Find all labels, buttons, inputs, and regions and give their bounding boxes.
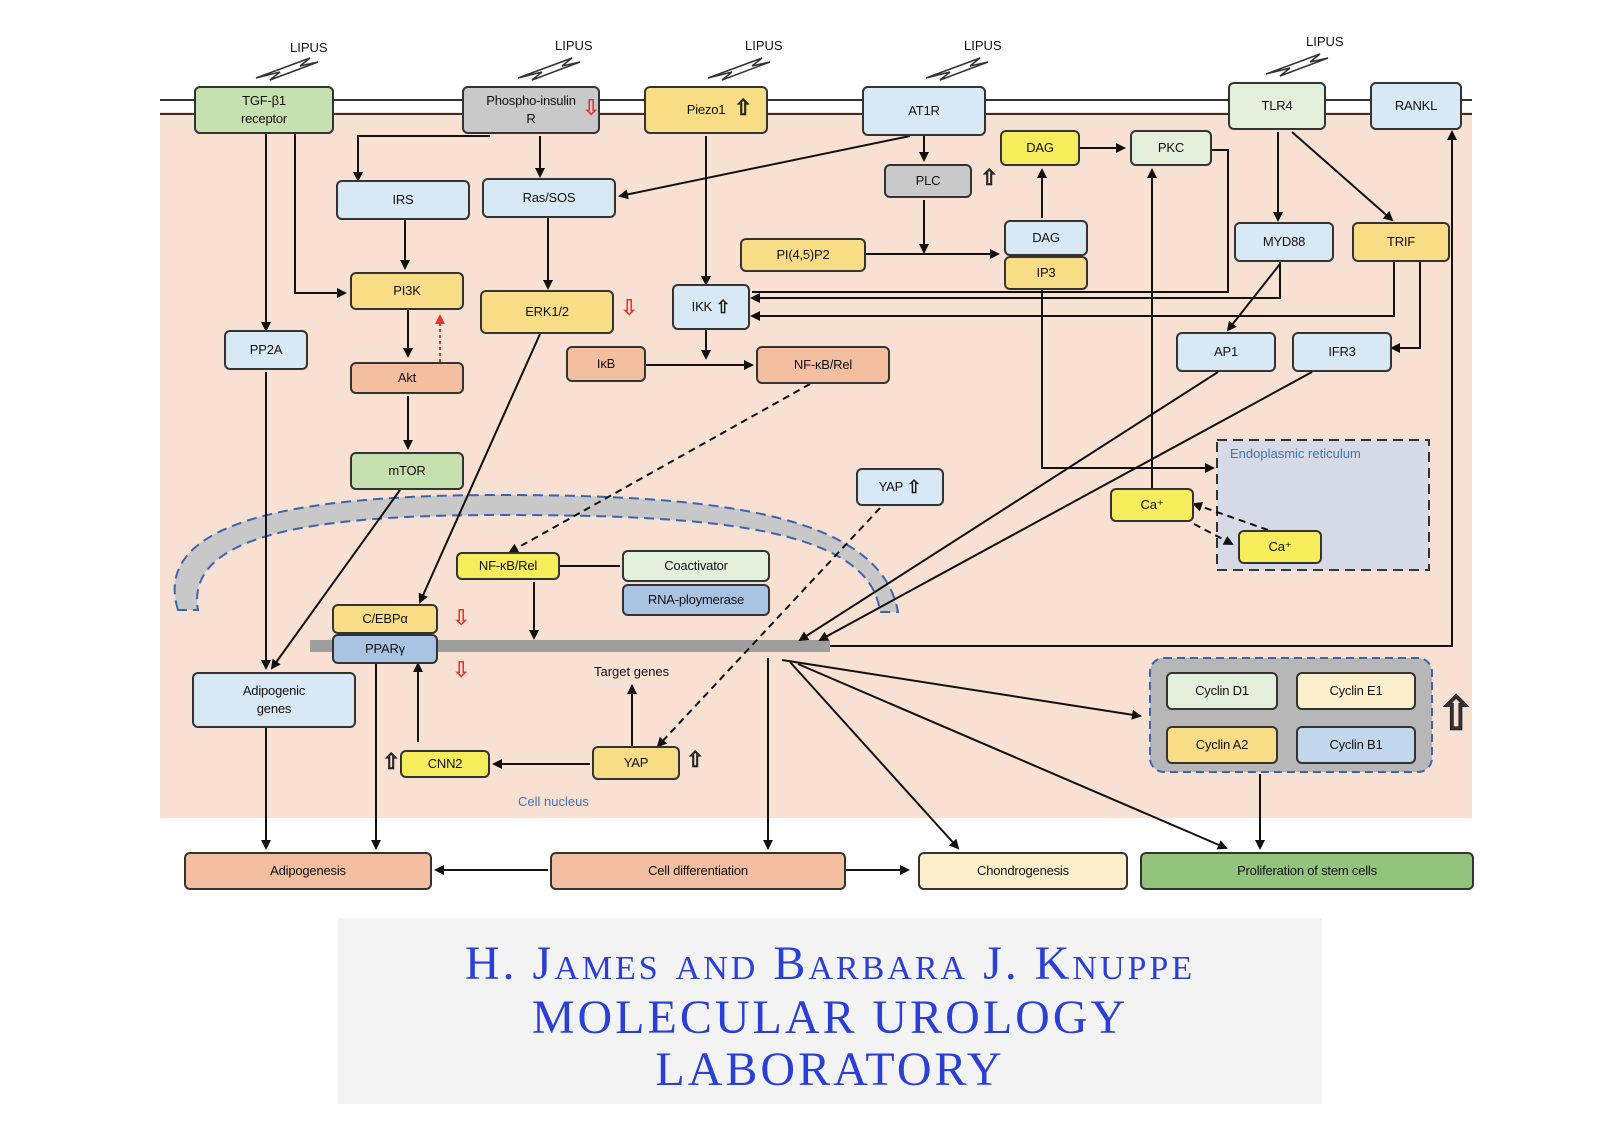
banner-line-2: MOLECULAR UROLOGY xyxy=(531,991,1129,1044)
cnn2-up-icon: ⇧ xyxy=(382,750,401,775)
pkc-node: PKC xyxy=(1130,130,1212,166)
lipus-label-5: LIPUS xyxy=(1306,34,1344,49)
nfkb-nuclear-node: NF-κB/Rel xyxy=(456,552,560,580)
at1r-node: AT1R xyxy=(862,86,986,136)
ikk-label: IKK xyxy=(691,299,713,315)
nuclear-envelope xyxy=(173,493,900,613)
cyclin-e1-node: Cyclin E1 xyxy=(1296,672,1416,710)
adipogenic-genes-node: Adipogenic genes xyxy=(192,672,356,728)
yap-nuclear-up-icon: ⇧ xyxy=(686,748,705,773)
ikb-node: IκB xyxy=(566,346,646,382)
banner-ames-and: ames and xyxy=(554,937,774,990)
myd88-node: MYD88 xyxy=(1234,222,1334,262)
erk-node: ERK1/2 xyxy=(480,290,614,334)
irs-node: IRS xyxy=(336,180,470,220)
cnn2-node: CNN2 xyxy=(400,750,490,778)
cebp-down-icon: ⇩ xyxy=(452,606,471,631)
trif-node: TRIF xyxy=(1352,222,1450,262)
dag-node: DAG xyxy=(1004,220,1088,256)
lipus-label-4: LIPUS xyxy=(964,38,1002,53)
ifr3-node: IFR3 xyxy=(1292,332,1392,372)
insulin-down-icon: ⇩ xyxy=(582,96,601,121)
pp2a-node: PP2A xyxy=(224,330,308,370)
lipus-label-3: LIPUS xyxy=(745,38,783,53)
coactivator-node: Coactivator xyxy=(622,550,770,582)
tlr4-node: TLR4 xyxy=(1228,82,1326,130)
pi3k-node: PI3K xyxy=(350,272,464,310)
piezo-up-icon: ⇧ xyxy=(734,96,753,121)
tgf-receptor-node: TGF-β1 receptor xyxy=(194,86,334,134)
lipus-label-1: LIPUS xyxy=(290,40,328,55)
banner-line-1: H. James and Barbara J. Knuppe xyxy=(338,936,1322,991)
adipogenesis-outcome: Adipogenesis xyxy=(184,852,432,890)
cell-differentiation-outcome: Cell differentiation xyxy=(550,852,846,890)
ip3-node: IP3 xyxy=(1004,256,1088,290)
cyclin-b1-node: Cyclin B1 xyxy=(1296,726,1416,764)
yap-cyto-node: YAP ⇧ xyxy=(856,468,944,506)
yap-cyto-up-icon: ⇧ xyxy=(906,476,922,498)
piezo1-node: Piezo1 xyxy=(644,86,768,134)
cyclin-a2-node: Cyclin A2 xyxy=(1166,726,1278,764)
banner-line-3: LABORATORY xyxy=(655,1043,1005,1096)
akt-node: Akt xyxy=(350,362,464,394)
lipus-label-2: LIPUS xyxy=(555,38,593,53)
lightning-icons xyxy=(255,53,1329,81)
ca-cyto-node: Ca⁺ xyxy=(1110,488,1194,522)
plc-up-icon: ⇧ xyxy=(980,166,999,191)
ap1-node: AP1 xyxy=(1176,332,1276,372)
insulin-receptor-node: Phospho-insulin R xyxy=(462,86,600,134)
ppar-down-icon: ⇩ xyxy=(452,658,471,683)
cyclin-d1-node: Cyclin D1 xyxy=(1166,672,1278,710)
banner-h-james-initial: H. J xyxy=(464,937,555,990)
dag-top-node: DAG xyxy=(1000,130,1080,166)
nfkb-node: NF-κB/Rel xyxy=(756,346,890,384)
rankl-node: RANKL xyxy=(1370,82,1462,130)
erk-down-icon: ⇩ xyxy=(620,296,639,321)
banner-b-initial: B xyxy=(773,937,809,990)
cyclins-up-icon: ⇧ xyxy=(1436,686,1477,742)
ca-er-node: Ca⁺ xyxy=(1238,530,1322,564)
chondrogenesis-outcome: Chondrogenesis xyxy=(918,852,1128,890)
banner-j-k-initial: J. K xyxy=(983,937,1073,990)
cebp-node: C/EBPα xyxy=(332,604,438,634)
ikk-up-icon: ⇧ xyxy=(715,296,731,318)
ras-sos-node: Ras/SOS xyxy=(482,178,616,218)
rna-polymerase-node: RNA-ploymerase xyxy=(622,584,770,616)
ppar-node: PPARγ xyxy=(332,634,438,664)
plc-node: PLC xyxy=(884,164,972,198)
yap-nuclear-node: YAP xyxy=(592,746,680,780)
banner-arbara: arbara xyxy=(808,937,984,990)
lipus-signaling-diagram: LIPUS LIPUS LIPUS LIPUS LIPUS TGF-β1 rec… xyxy=(160,34,1477,890)
nucleus-label: Cell nucleus xyxy=(518,794,589,809)
pip2-node: PI(4,5)P2 xyxy=(740,238,866,272)
yap-cyto-label: YAP xyxy=(878,479,904,495)
proliferation-outcome: Proliferation of stem cells xyxy=(1140,852,1474,890)
dna-bar xyxy=(310,640,830,652)
target-genes-label: Target genes xyxy=(594,664,670,679)
lab-banner: H. James and Barbara J. Knuppe MOLECULAR… xyxy=(338,918,1322,1104)
mtor-node: mTOR xyxy=(350,452,464,490)
ikk-node: IKK ⇧ xyxy=(672,284,750,330)
banner-nuppe: nuppe xyxy=(1072,937,1196,990)
er-label: Endoplasmic reticulum xyxy=(1230,446,1361,461)
